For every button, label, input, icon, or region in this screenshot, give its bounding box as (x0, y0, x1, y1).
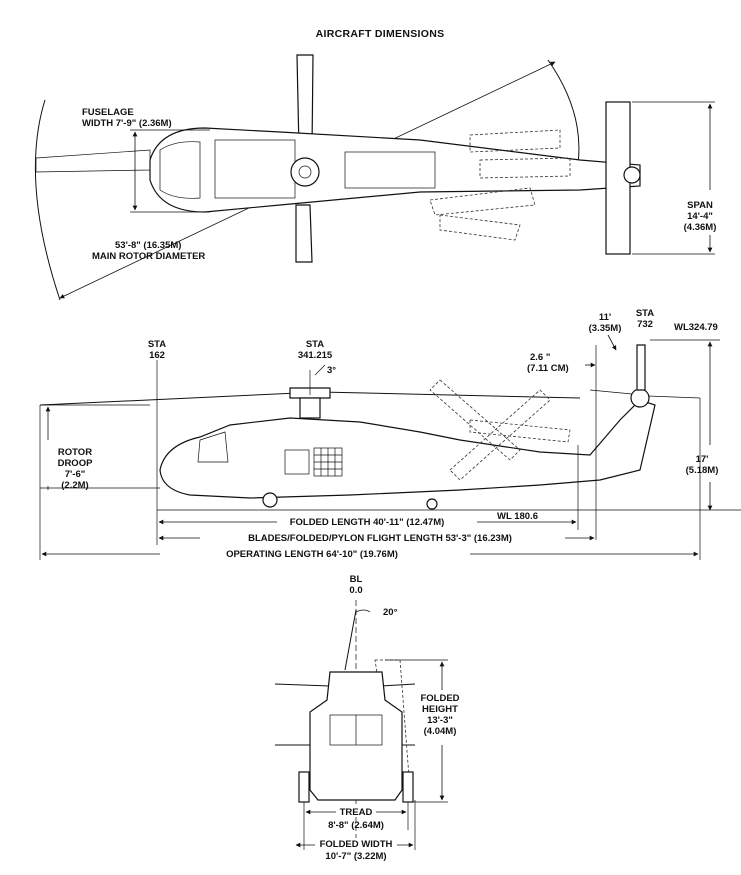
fuselage-width-label-1: FUSELAGE (82, 107, 134, 118)
folded-width-label-1: FOLDED WIDTH (320, 839, 393, 850)
rotor-blade-aft (319, 391, 581, 399)
side-folded-blade-1 (429, 379, 521, 461)
height-17-label-1: 17' (696, 454, 709, 465)
bl-label-1: BL (350, 574, 363, 585)
angle-20-arc (355, 609, 371, 613)
fuselage-width-label-2: WIDTH 7'-9" (2.36M) (82, 118, 172, 129)
wl-180-label: WL 180.6 (497, 511, 538, 522)
clearance-11-arrow (607, 334, 617, 351)
sta-162-label-1: STA (148, 339, 166, 350)
rotor-droop-label-1: ROTOR (58, 447, 92, 458)
front-view: BL 0.0 20° FOLDED HEIGHT 13'-3" (4.04M) … (274, 574, 460, 862)
tread-bg (336, 806, 376, 817)
rotor-mast (299, 397, 321, 419)
folded-width-label-2: 10'-7" (3.22M) (325, 851, 386, 862)
span-label-2: 14'-4" (687, 211, 713, 222)
rotor-droop-label-2: DROOP (58, 458, 94, 469)
main-wheel (262, 492, 278, 508)
top-cabin-roof (344, 151, 436, 189)
tilted-blade (344, 609, 357, 671)
folded-length-label: FOLDED LENGTH 40'-11" (12.47M) (290, 517, 445, 528)
clearance-11-label-1: 11' (599, 312, 611, 323)
side-fuselage (159, 399, 656, 499)
rotor-diameter-label-2: MAIN ROTOR DIAMETER (92, 251, 205, 262)
angle-20-label: 20° (383, 607, 398, 618)
angle-3-label: 3° (327, 365, 336, 376)
left-wheel (298, 771, 310, 803)
sta-732-label-2: 732 (637, 319, 653, 330)
rotor-blade-fwd (39, 392, 299, 406)
span-label-3: (4.36M) (684, 222, 717, 233)
folded-blade-3 (429, 187, 536, 216)
height-17-label-2: (5.18M) (686, 465, 719, 476)
cockpit-window (197, 431, 229, 463)
sta-162-label-2: 162 (149, 350, 165, 361)
tail-wheel (426, 498, 438, 510)
rotor-disc-arc-left (34, 99, 61, 301)
folded-length-bg (277, 515, 477, 528)
sta-341-label-1: STA (306, 339, 324, 350)
flight-length-label: BLADES/FOLDED/PYLON FLIGHT LENGTH 53'-3"… (248, 533, 512, 544)
bl-label-2: 0.0 (349, 585, 362, 596)
operating-length-label: OPERATING LENGTH 64'-10" (19.76M) (226, 549, 398, 560)
folded-width-bg (315, 838, 397, 849)
page-title: AIRCRAFT DIMENSIONS (316, 28, 445, 40)
wl-324-label: WL324.79 (674, 322, 718, 333)
tail-blade-aft (647, 395, 701, 399)
folded-blade-2 (479, 157, 571, 179)
tail-blade-fwd (589, 389, 633, 395)
clearance-2-6-label-2: (7.11 CM) (527, 363, 569, 374)
forward-blade (35, 149, 151, 173)
folded-height-label-1: FOLDED (420, 693, 459, 704)
tail-rotor-hub (623, 166, 641, 184)
right-wheel (402, 771, 414, 803)
tread-label-2: 8'-8" (2.64M) (328, 820, 384, 831)
folded-height-label-4: (4.04M) (424, 726, 457, 737)
rotor-droop-label-4: (2.2M) (61, 480, 88, 491)
top-fuselage (149, 127, 641, 213)
top-cockpit (159, 141, 201, 199)
clearance-11-label-2: (3.35M) (589, 323, 622, 334)
side-folded-blade-2 (449, 389, 551, 481)
rotor-hub (290, 157, 320, 187)
flight-length-bg (200, 531, 565, 544)
folded-height-label-2: HEIGHT (422, 704, 458, 715)
rotor-droop-label-3: 7'-6" (65, 469, 86, 480)
folded-height-label-3: 13'-3" (427, 715, 453, 726)
blade-down (295, 204, 313, 263)
clearance-2-6-label-1: 2.6 " (530, 352, 550, 363)
angle-3-leader (314, 364, 326, 376)
sta-732-label-1: STA (636, 308, 654, 319)
front-blade-right (379, 683, 416, 687)
rotor-hub-center (298, 165, 312, 179)
operating-length-bg (160, 547, 470, 560)
side-window (284, 449, 310, 475)
folded-blade-1 (469, 129, 561, 153)
tread-label-1: TREAD (340, 807, 373, 818)
side-folded-blade-3 (469, 419, 571, 443)
tail-blade-up (636, 344, 646, 391)
side-tail-rotor-hub (630, 388, 650, 408)
sta-341-label-2: 341.215 (298, 350, 333, 361)
top-view: FUSELAGE WIDTH 7'-9" (2.36M) 53'-8" (16.… (34, 54, 717, 301)
cabin-door-hatch (314, 448, 342, 476)
front-blade-left (274, 683, 331, 687)
side-view: STA 162 STA 341.215 3° ROTOR DROOP 7'-6"… (39, 308, 741, 560)
folded-blade-4 (439, 214, 521, 241)
rotor-diameter-label-1: 53'-8" (16.35M) (115, 240, 181, 251)
span-label-1: SPAN (687, 200, 713, 211)
